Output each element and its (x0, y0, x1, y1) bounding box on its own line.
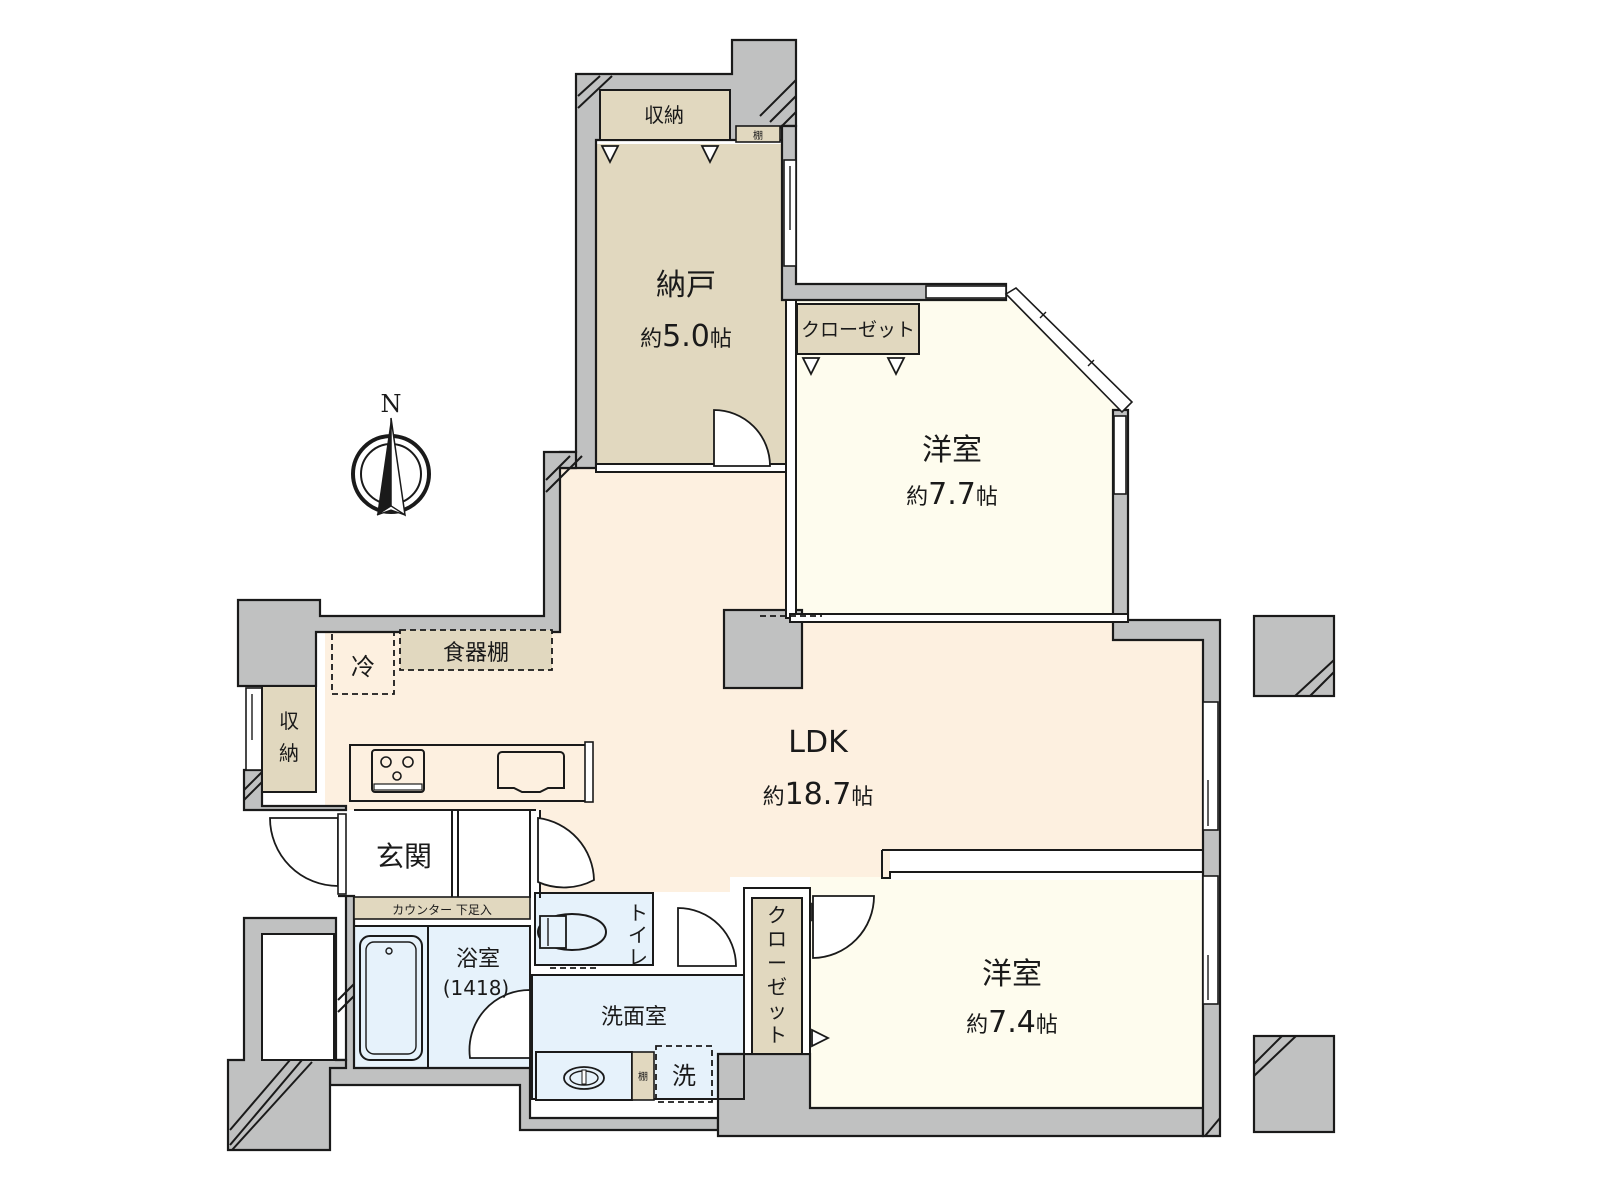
hall-door[interactable] (537, 816, 595, 889)
nando-name: 納戸 (656, 268, 716, 303)
closet-door-arrow (801, 357, 821, 377)
stove-icon (371, 749, 425, 793)
svg-text:ト: ト (767, 1023, 787, 1047)
north-arrow-icon (351, 417, 431, 517)
western-room-south-name: 洋室 (982, 957, 1042, 992)
entrance-door[interactable] (269, 817, 339, 887)
shoe-counter (353, 896, 531, 920)
western-room-north-area: 約7.7帖 (906, 477, 998, 512)
washroom-name: 洗面室 (601, 1005, 667, 1030)
nando-shelf (735, 125, 781, 143)
fridge-space (331, 631, 395, 695)
exterior-niche (261, 933, 335, 1061)
window-north-room-top (925, 285, 1007, 299)
ldk-area: 約18.7帖 (763, 777, 874, 812)
closet-north (796, 303, 920, 355)
wash-shelf-label: 棚 (638, 1070, 648, 1083)
svg-text:ク: ク (767, 903, 787, 927)
entrance-floor (354, 810, 536, 898)
window-ldk-west (245, 687, 263, 771)
closet-south-label: ク ロ ー ゼ ッ ト (767, 903, 787, 1047)
washing-machine-label: 洗 (672, 1062, 696, 1090)
western-room-north-floor (797, 300, 1128, 618)
washroom-door[interactable] (677, 907, 737, 967)
washing-machine-space (655, 1045, 713, 1103)
ldk-storage-label-1: 収 (279, 709, 299, 733)
closet-door-arrow (811, 1028, 831, 1048)
closet-north-label: クローゼット (801, 319, 915, 341)
nando-storage-label: 収納 (644, 103, 684, 127)
nando-area: 約5.0帖 (640, 319, 732, 354)
cupboard (399, 629, 553, 671)
wall-nando-east (780, 124, 1008, 302)
sink-icon (497, 751, 565, 793)
western-room-south-floor (810, 877, 1203, 1108)
toilet-label-3: レ (628, 945, 648, 969)
bathtub-icon (359, 935, 423, 1061)
vanity (535, 1051, 633, 1101)
ldk-storage-label-2: 納 (279, 741, 299, 765)
window-ldk-east (1202, 701, 1219, 831)
closet-door-arrow (886, 357, 906, 377)
wall-hatching (229, 75, 1335, 1151)
bathroom-name: 浴室 (456, 947, 500, 972)
western-room-north-name: 洋室 (922, 433, 982, 468)
cupboard-label: 食器棚 (443, 641, 509, 666)
shoe-counter-label: カウンター 下足入 (392, 903, 492, 917)
nando-shelf-label: 棚 (753, 129, 763, 142)
bathroom-size: (1418) (443, 976, 510, 1000)
toilet-label-1: ト (628, 901, 648, 925)
closet-south (751, 897, 803, 1055)
toilet-label-2: イ (628, 923, 648, 947)
fridge-label: 冷 (351, 653, 375, 681)
window-bay-diagonal (1004, 286, 1134, 414)
south-room-door[interactable] (812, 895, 875, 959)
closet-door-arrow (600, 145, 620, 165)
compass-label: N (381, 390, 402, 418)
nando-floor (596, 144, 790, 466)
bathroom-door[interactable] (468, 989, 531, 1059)
column-east-north (1252, 614, 1336, 698)
basin-icon (563, 1066, 605, 1090)
ldk-name: LDK (788, 725, 849, 760)
window-south-room-east (1202, 875, 1219, 1005)
western-room-south-area: 約7.4帖 (966, 1005, 1058, 1040)
closet-door-arrow (700, 145, 720, 165)
ldk-storage (261, 685, 317, 793)
column-ldk (722, 608, 804, 690)
svg-text:ッ: ッ (767, 999, 787, 1023)
nando-storage (599, 89, 731, 141)
svg-text:ロ: ロ (767, 927, 787, 951)
svg-text:ゼ: ゼ (767, 975, 787, 999)
toilet-icon (537, 913, 607, 951)
column-east-south (1252, 1034, 1336, 1134)
wash-shelf (631, 1051, 655, 1101)
svg-text:ー: ー (767, 951, 787, 975)
nando-door[interactable] (713, 409, 771, 467)
window-north-room-east (1113, 415, 1127, 495)
entrance-name: 玄関 (376, 840, 432, 873)
